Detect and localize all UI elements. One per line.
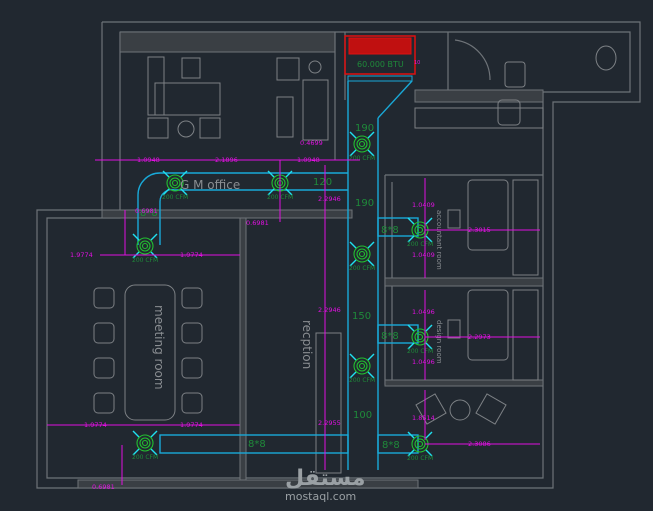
diffuser-icon: 200 CFM: [407, 217, 433, 248]
room-label-accountant-room: accountant room: [435, 210, 443, 270]
dim-label: 0.6981: [92, 483, 115, 491]
dim-label: 1.0948: [297, 156, 320, 164]
dim-label: 1.8514: [412, 414, 435, 422]
duct-size: 100: [353, 410, 372, 421]
dim-label: 2.2955: [318, 419, 341, 427]
dim-label: 0.4699: [300, 139, 323, 147]
room-label-gm-office: G M office: [180, 178, 240, 192]
diffuser-icon: 200 CFM: [349, 241, 375, 272]
duct-size: 8*8: [381, 225, 399, 236]
ac-unit-tag: 10: [414, 60, 420, 66]
diffuser-icon: 200 CFM: [407, 431, 433, 462]
room-label-design-room: design room: [435, 320, 443, 364]
dimension-lines: [47, 159, 540, 485]
dim-label: 0.6981: [135, 207, 158, 215]
diffuser-cfm-label: 200 CFM: [349, 155, 375, 162]
watermark-url: mostaql.com: [285, 490, 356, 503]
dim-label: 2.3086: [468, 440, 491, 448]
duct-size: 150: [352, 311, 371, 322]
watermark-logo: مستقل: [285, 466, 365, 491]
dim-label: 2.1896: [215, 156, 238, 164]
dim-label: 1.9774: [70, 251, 93, 259]
dim-label: 1.0496: [412, 308, 435, 316]
diffuser-cfm-label: 200 CFM: [407, 241, 433, 248]
duct-size: 8*8: [382, 440, 400, 451]
diffuser-icon: 200 CFM: [132, 430, 158, 461]
dim-label: 1.0409: [412, 201, 435, 209]
duct-size: 190: [355, 123, 374, 134]
diffuser-icon: 200 CFM: [349, 353, 375, 384]
dim-label: 1.0409: [412, 251, 435, 259]
dim-label: 2.2946: [318, 195, 341, 203]
duct-size: 8*8: [248, 439, 266, 450]
duct-size: 8*8: [381, 331, 399, 342]
room-label-meeting-room: meeting room: [152, 305, 166, 390]
duct-size: 8*8: [140, 208, 158, 219]
duct-network: [137, 80, 419, 470]
diffuser-cfm-label: 200 CFM: [349, 377, 375, 384]
diffusers: 200 CFM 200 CFM 200 CFM 200 CFM 200 CFM 200 C…: [132, 131, 433, 462]
dim-label: 1.9774: [180, 421, 203, 429]
diffuser-icon: 200 CFM: [349, 131, 375, 162]
dim-label: 1.0948: [137, 156, 160, 164]
room-label-reception: recption: [300, 320, 314, 369]
dim-label: 2.2946: [318, 306, 341, 314]
diffuser-icon: 200 CFM: [407, 324, 433, 355]
ac-unit: 60.000 BTU 10: [344, 35, 420, 82]
diffuser-cfm-label: 200 CFM: [132, 454, 158, 461]
walls: [36, 21, 641, 489]
dim-label: 1.9774: [84, 421, 107, 429]
diffuser-icon: 200 CFM: [162, 170, 188, 201]
furniture: [93, 45, 617, 474]
dim-label: 2.2973: [468, 333, 491, 341]
diffuser-icon: 200 CFM: [132, 233, 158, 264]
dim-label: 2.3015: [468, 226, 491, 234]
dim-label: 0.6981: [246, 219, 269, 227]
dim-label: 1.9774: [180, 251, 203, 259]
diffuser-cfm-label: 200 CFM: [407, 348, 433, 355]
diffuser-cfm-label: 200 CFM: [407, 455, 433, 462]
diffuser-cfm-label: 200 CFM: [162, 194, 188, 201]
duct-size: 190: [355, 198, 374, 209]
dim-label: 1.0496: [412, 358, 435, 366]
diffuser-cfm-label: 200 CFM: [132, 257, 158, 264]
duct-size: 120: [313, 177, 332, 188]
ac-unit-label: 60.000 BTU: [357, 60, 404, 69]
diffuser-cfm-label: 200 CFM: [349, 265, 375, 272]
